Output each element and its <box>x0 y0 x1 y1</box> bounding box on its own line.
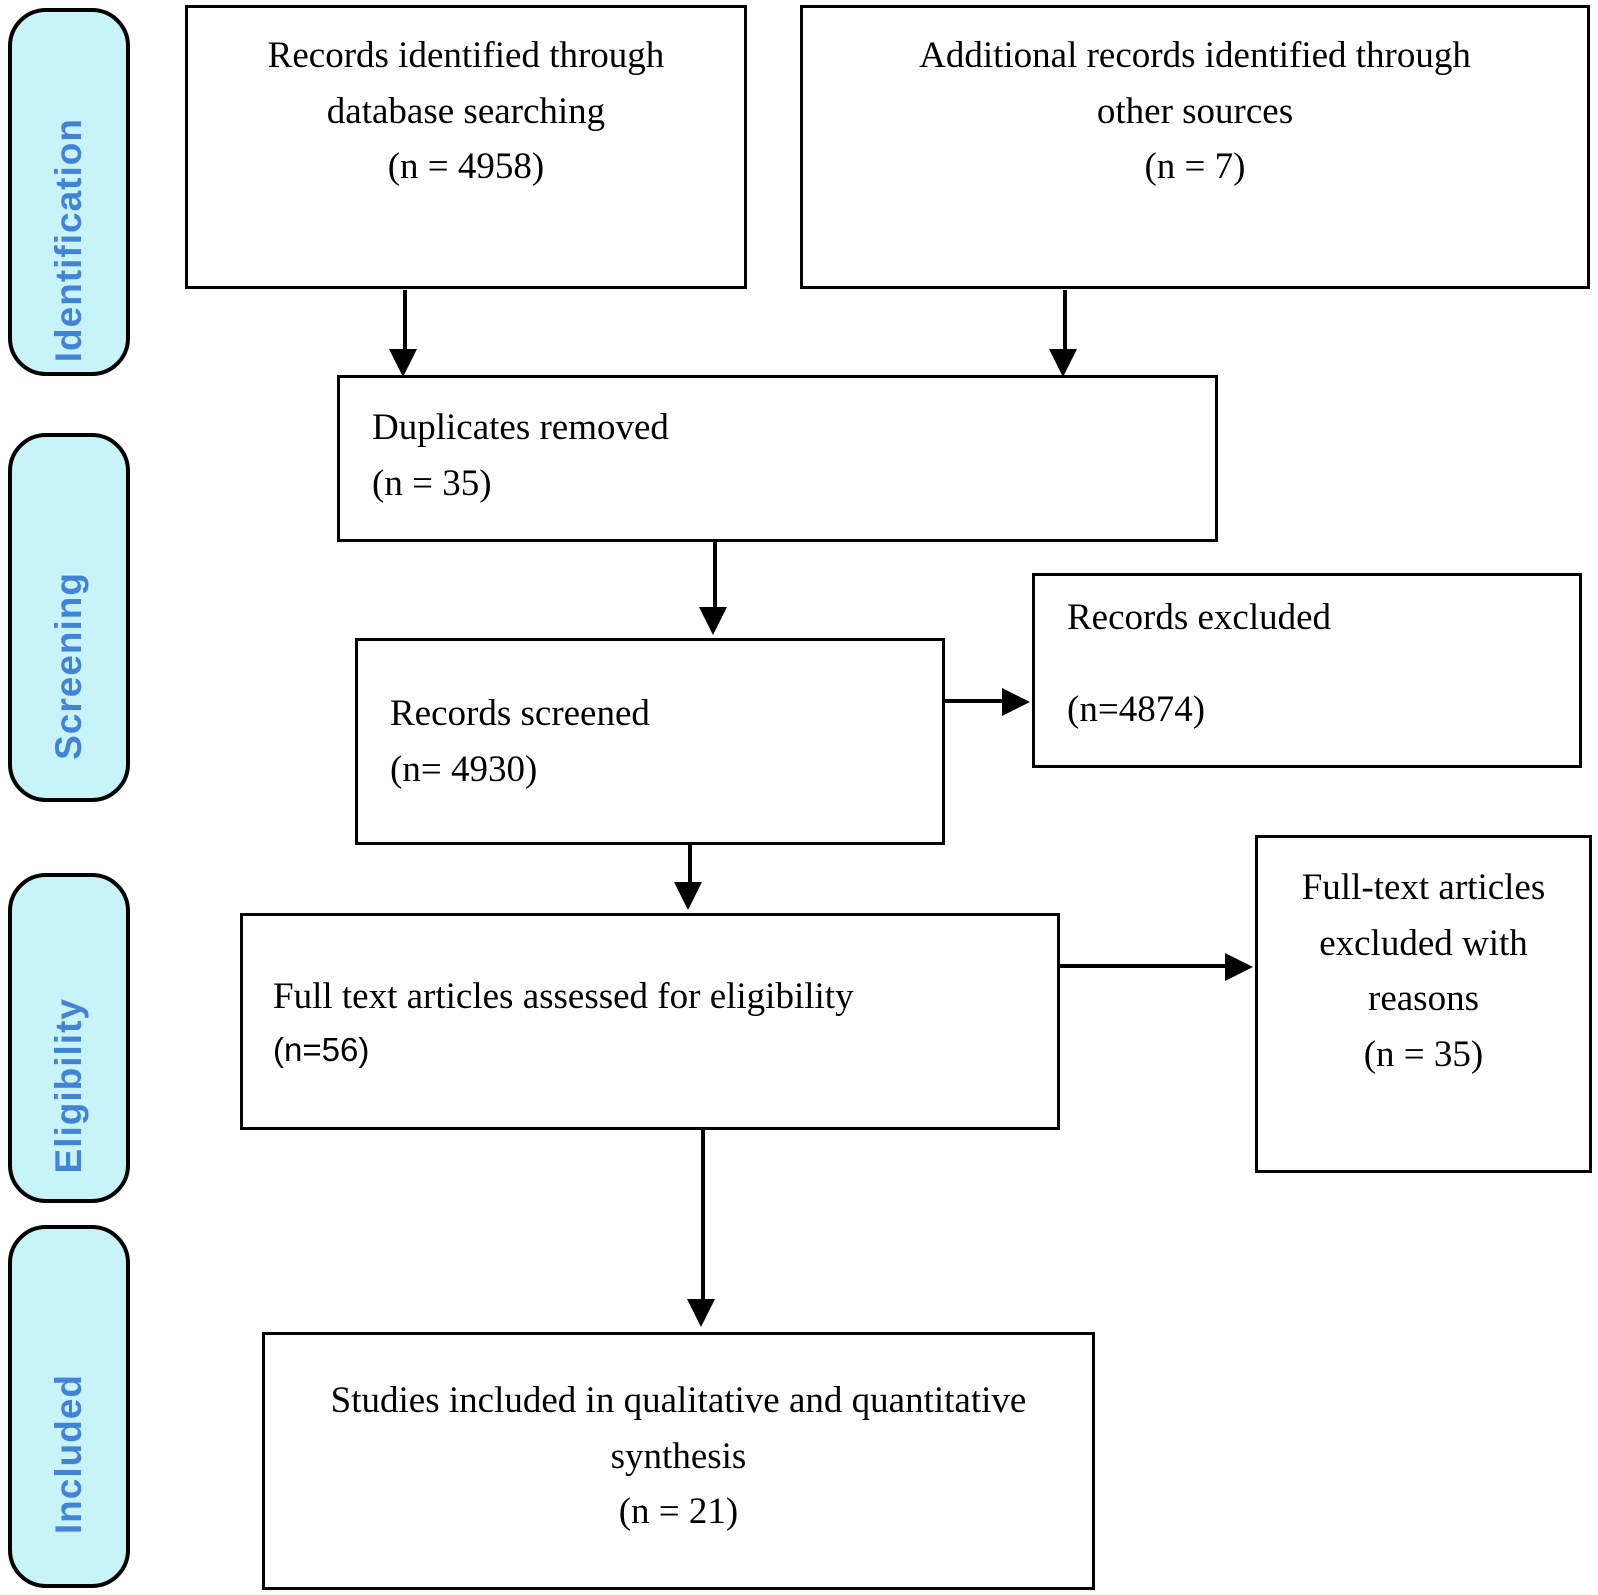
stage-eligibility-label: Eligibility <box>48 998 89 1174</box>
box-fulltext-assessed: Full text articles assessed for eligibil… <box>240 913 1060 1130</box>
box-text-line: Full-text articles <box>1301 867 1546 908</box>
box-additional-records: Additional records identified through ot… <box>800 5 1590 289</box>
arrow-head-right-icon <box>1002 688 1030 716</box>
box-records-screened: Records screened (n= 4930) <box>355 638 945 845</box>
box-n-value: (n = 7) <box>1144 146 1246 187</box>
stage-included: Included <box>8 1225 130 1588</box>
arrow-line <box>688 845 692 885</box>
box-text-line: synthesis <box>610 1435 747 1477</box>
arrow-line <box>1063 290 1067 352</box>
box-records-excluded: Records excluded (n=4874) <box>1032 573 1582 768</box>
box-text-line: other sources <box>1096 90 1294 132</box>
box-fulltext-excluded: Full-text articles excluded with reasons… <box>1255 835 1592 1173</box>
box-records-identified: Records identified through database sear… <box>185 5 747 289</box>
box-duplicates-removed: Duplicates removed (n = 35) <box>337 375 1218 542</box>
arrow-line <box>403 290 407 352</box>
box-n-value: (n= 4930) <box>390 748 538 790</box>
box-n-value: (n = 35) <box>372 462 492 504</box>
box-text-line: Duplicates removed <box>372 407 669 448</box>
box-text-line: reasons <box>1368 978 1479 1019</box>
stage-screening: Screening <box>8 433 130 802</box>
box-n-value: (n = 4958) <box>387 146 545 187</box>
box-studies-included: Studies included in qualitative and quan… <box>262 1332 1095 1590</box>
box-n-value: (n = 21) <box>618 1491 739 1532</box>
box-text-line: database searching <box>326 90 606 132</box>
box-n-value: (n=56) <box>273 1030 370 1068</box>
box-text-line: Records screened <box>390 693 650 734</box>
arrow-line <box>1060 964 1228 968</box>
stage-identification: Identification <box>8 8 130 376</box>
stage-identification-label: Identification <box>48 117 89 363</box>
arrow-head-down-icon <box>687 1299 715 1327</box>
arrow-line <box>945 699 1005 703</box>
box-n-value: (n=4874) <box>1067 688 1206 730</box>
stage-included-label: Included <box>48 1374 89 1535</box>
arrow-line <box>713 542 717 610</box>
box-text-line: excluded with <box>1319 922 1528 964</box>
arrow-head-right-icon <box>1225 953 1253 981</box>
box-text-line: Records excluded <box>1067 597 1332 638</box>
arrow-head-down-icon <box>674 882 702 910</box>
stage-screening-label: Screening <box>48 571 89 760</box>
box-text-line: Records identified through <box>267 35 665 76</box>
box-text-line: Additional records identified through <box>919 35 1471 76</box>
arrow-line <box>701 1130 705 1302</box>
box-text-line: Full text articles assessed for eligibil… <box>273 976 854 1017</box>
arrow-head-down-icon <box>1049 349 1077 377</box>
arrow-head-down-icon <box>389 349 417 377</box>
box-text-line: Studies included in qualitative and quan… <box>330 1380 1027 1421</box>
arrow-head-down-icon <box>699 607 727 635</box>
box-n-value: (n = 35) <box>1363 1033 1484 1075</box>
stage-eligibility: Eligibility <box>8 873 130 1203</box>
